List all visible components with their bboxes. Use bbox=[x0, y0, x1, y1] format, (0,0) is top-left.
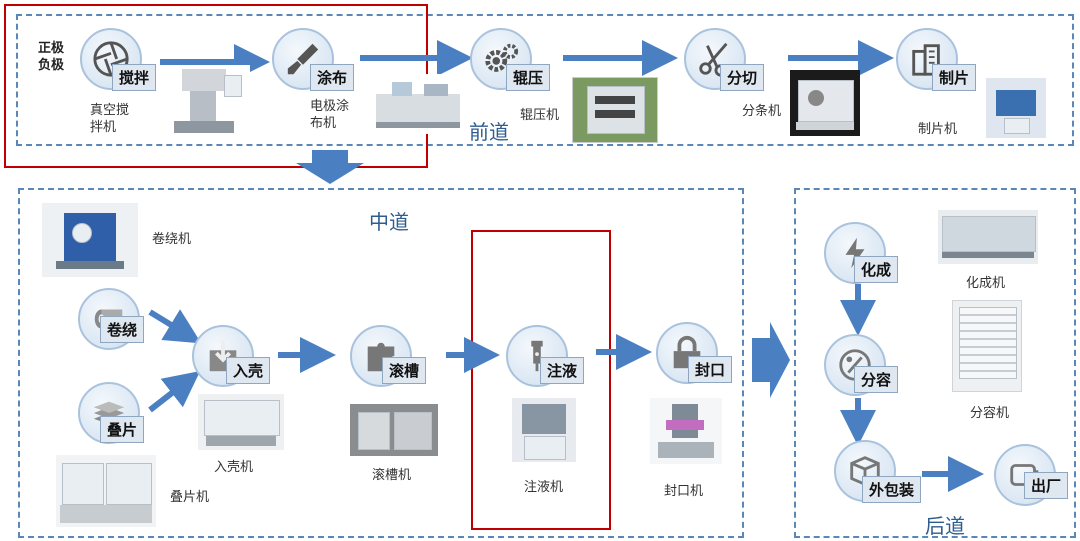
sheet-machine-image bbox=[986, 78, 1046, 138]
stage-wind-machine-name: 卷绕机 bbox=[152, 232, 192, 247]
stage-grading: 分容 bbox=[824, 334, 904, 396]
electrode-label: 正极 负极 bbox=[38, 40, 64, 74]
arrow-stack-case bbox=[148, 370, 201, 413]
back-section-box bbox=[794, 188, 1076, 538]
stage-case-label: 入壳 bbox=[226, 357, 271, 384]
coater-machine-image bbox=[372, 74, 464, 134]
highlight-box-inject bbox=[471, 230, 611, 530]
stage-wind: 卷绕 bbox=[78, 288, 148, 350]
stage-case: 入壳 bbox=[192, 325, 272, 387]
arrow-middle-to-back bbox=[752, 322, 790, 398]
roller-machine-image bbox=[572, 77, 658, 143]
middle-section-title: 中道 bbox=[369, 210, 409, 234]
back-section-title: 后道 bbox=[925, 514, 965, 538]
stage-grading-machine-name: 分容机 bbox=[970, 406, 1010, 421]
lightning-icon bbox=[845, 237, 865, 269]
stage-ship: 出厂 bbox=[994, 444, 1074, 506]
stage-slit-machine-name: 分条机 bbox=[742, 104, 782, 119]
stage-sheet-label: 制片 bbox=[932, 64, 977, 91]
arrow-front-to-middle bbox=[296, 150, 364, 184]
stage-inject: 注液 bbox=[506, 325, 586, 387]
stage-groove: 滚槽 bbox=[350, 325, 430, 387]
stage-roll-machine-name: 辊压机 bbox=[520, 108, 560, 123]
front-section-title: 前道 bbox=[469, 120, 509, 144]
electrode-negative: 负极 bbox=[38, 58, 65, 73]
stage-coat: 涂布 bbox=[272, 28, 355, 91]
stage-stack: 叠片 bbox=[78, 382, 148, 444]
stage-inject-machine-name: 注液机 bbox=[524, 480, 564, 495]
seal-machine-image bbox=[650, 398, 722, 464]
stage-sheet-machine-name: 制片机 bbox=[918, 122, 958, 137]
building-icon bbox=[912, 44, 940, 76]
stage-stack-label: 叠片 bbox=[100, 416, 145, 443]
stage-mix-label: 搅拌 bbox=[112, 64, 157, 91]
stage-sheet-circle bbox=[896, 28, 958, 90]
stage-slit-label: 分切 bbox=[720, 64, 765, 91]
stage-roll-label: 辊压 bbox=[506, 64, 551, 91]
paintbrush-icon bbox=[287, 43, 319, 75]
grading-machine-image bbox=[952, 300, 1022, 392]
stage-groove-machine-name: 滚槽机 bbox=[372, 468, 412, 483]
stage-mix-circle bbox=[80, 28, 142, 90]
winder-machine-image bbox=[42, 203, 138, 277]
stage-inject-label: 注液 bbox=[540, 357, 585, 384]
slitter-machine-image bbox=[790, 70, 860, 136]
stage-groove-label: 滚槽 bbox=[382, 357, 427, 384]
stage-mix: 搅拌 bbox=[80, 28, 157, 91]
stage-roll: 辊压 bbox=[470, 28, 551, 91]
stage-seal: 封口 bbox=[656, 322, 736, 384]
electrode-positive: 正极 bbox=[38, 41, 65, 56]
stacker-machine-image bbox=[56, 455, 156, 527]
front-section-box bbox=[16, 14, 1074, 146]
groove-machine-image bbox=[350, 404, 438, 456]
stage-wind-label: 卷绕 bbox=[100, 316, 145, 343]
stage-ship-label: 出厂 bbox=[1024, 472, 1069, 499]
stage-formation-machine-name: 化成机 bbox=[966, 276, 1006, 291]
stage-seal-label: 封口 bbox=[688, 356, 733, 383]
stage-mix-machine-name: 真空搅 拌机 bbox=[90, 103, 130, 135]
syringe-icon bbox=[531, 340, 543, 372]
aperture-icon bbox=[93, 41, 129, 77]
stage-seal-machine-name: 封口机 bbox=[664, 484, 704, 499]
stage-sheet: 制片 bbox=[896, 28, 977, 91]
stage-slit: 分切 bbox=[684, 28, 765, 91]
formation-machine-image bbox=[938, 210, 1038, 264]
case-machine-image bbox=[198, 394, 284, 450]
stage-pack-label: 外包装 bbox=[862, 476, 922, 503]
stage-formation: 化成 bbox=[824, 222, 904, 284]
mixer-machine-image bbox=[160, 65, 250, 137]
gears-icon bbox=[485, 43, 519, 72]
stage-formation-label: 化成 bbox=[854, 256, 899, 283]
middle-section-box bbox=[18, 188, 744, 538]
stage-pack: 外包装 bbox=[834, 440, 924, 503]
stage-case-machine-name: 入壳机 bbox=[214, 460, 254, 475]
arrow-wind-case bbox=[148, 309, 202, 344]
stage-coat-label: 涂布 bbox=[310, 64, 355, 91]
inject-machine-image bbox=[512, 398, 576, 462]
stage-coat-machine-name: 电极涂 布机 bbox=[310, 99, 350, 131]
stage-grading-label: 分容 bbox=[854, 366, 899, 393]
stage-stack-machine-name: 叠片机 bbox=[170, 490, 210, 505]
